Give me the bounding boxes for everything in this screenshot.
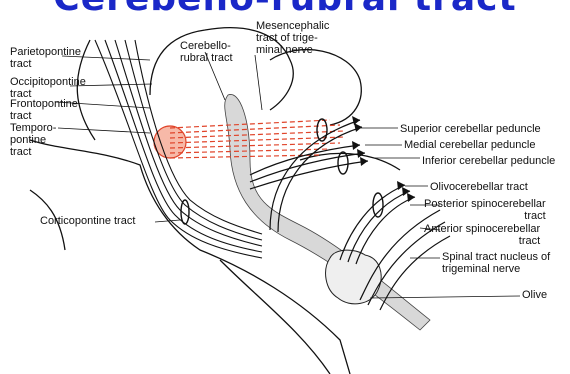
cerebellum-outline bbox=[270, 50, 361, 125]
label-olive: Olive bbox=[522, 289, 547, 301]
diagram-title: Cerebello-rubral tract bbox=[0, 0, 570, 19]
label-olivocerebellar: Olivocerebellar tract bbox=[430, 181, 528, 193]
label-posterior-spinocerebellar: Posterior spinocerebellar tract bbox=[424, 198, 546, 222]
pons-outline bbox=[220, 260, 330, 374]
label-inferior-peduncle: Inferior cerebellar peduncle bbox=[422, 155, 555, 167]
label-spinal-trigeminal: Spinal tract nucleus of trigeminal nerve bbox=[442, 251, 550, 275]
label-anterior-spinocerebellar: Anterior spinocerebellar tract bbox=[424, 223, 540, 247]
label-superior-peduncle: Superior cerebellar peduncle bbox=[400, 123, 541, 135]
label-temporopontine: Temporo- pontine tract bbox=[10, 122, 56, 158]
label-medial-peduncle: Medial cerebellar peduncle bbox=[404, 139, 535, 151]
label-corticopontine: Corticopontine tract bbox=[40, 215, 135, 227]
label-occipitopontine: Occipitopontine tract bbox=[10, 76, 86, 100]
label-parietopontine: Parietopontine tract bbox=[10, 46, 81, 70]
bundle-rings bbox=[181, 119, 383, 224]
label-frontopontine: Frontopontine tract bbox=[10, 98, 78, 122]
label-cerebellorubral: Cerebello- rubral tract bbox=[180, 40, 233, 64]
label-mesencephalic: Mesencephalic tract of trige- minal nerv… bbox=[256, 20, 329, 56]
